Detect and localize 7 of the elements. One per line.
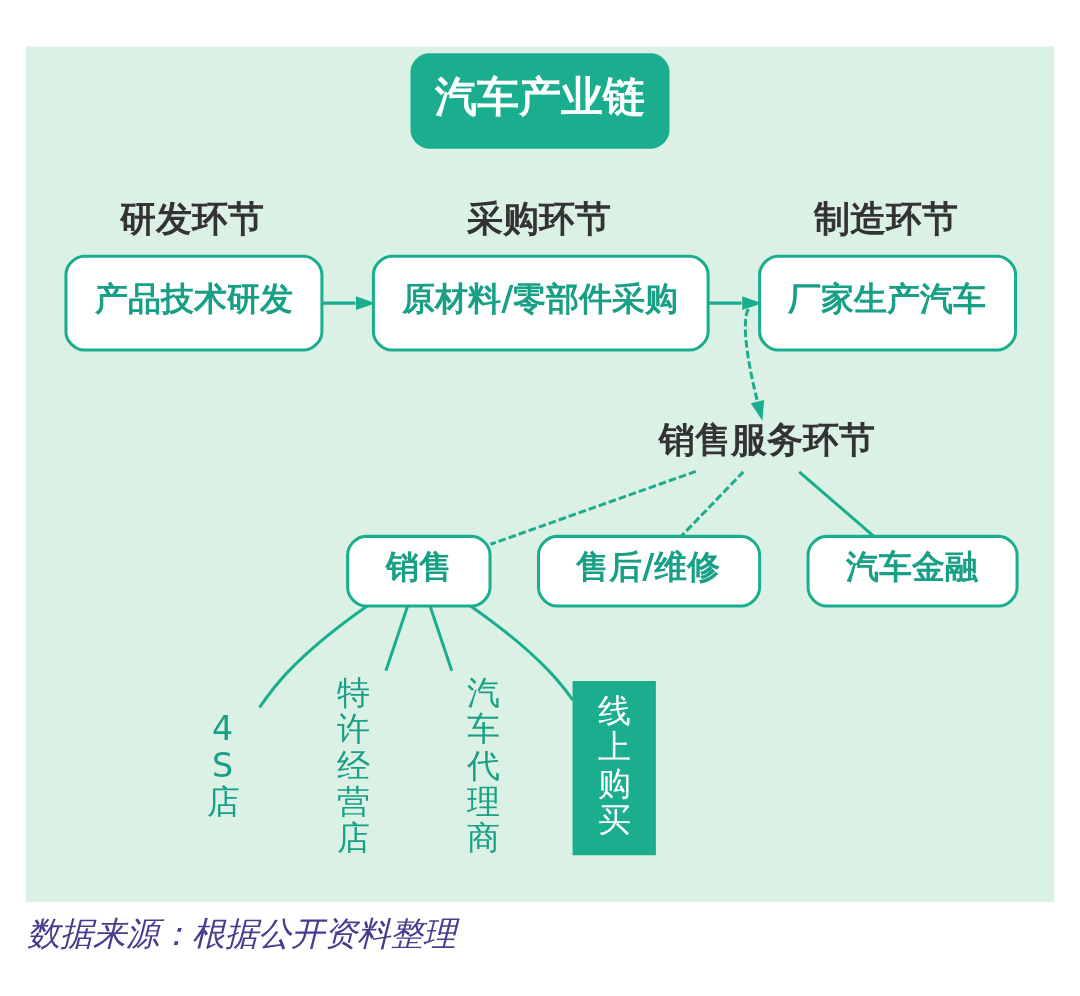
- node-label: 采购环节: [467, 196, 612, 240]
- node-text: 销售服务环节: [658, 417, 875, 461]
- node-label: 制造环节: [814, 196, 959, 240]
- node-text: 汽车代理商: [467, 672, 501, 857]
- node-text: 4S店: [206, 708, 240, 821]
- node-label: 研发环节: [120, 196, 265, 240]
- node-text: 特许经营店: [337, 672, 371, 857]
